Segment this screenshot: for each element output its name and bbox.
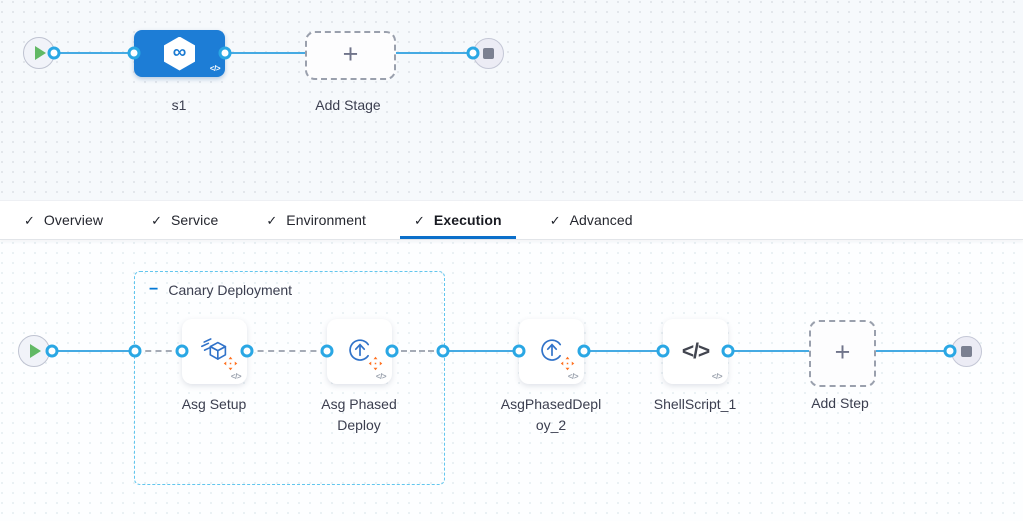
add-stage-button[interactable]: + — [305, 31, 396, 80]
step-node-asgphaseddeploy-2[interactable]: </> — [519, 319, 584, 384]
connector-line — [443, 350, 519, 352]
connector-line-dashed — [392, 350, 443, 352]
connector-port[interactable] — [240, 344, 254, 358]
connector-port[interactable] — [47, 46, 61, 60]
stop-icon — [961, 346, 972, 357]
check-icon: ✓ — [151, 212, 162, 228]
step-label: AsgPhasedDeploy_2 — [500, 396, 602, 433]
code-view-icon: </> — [230, 372, 242, 381]
check-icon: ✓ — [266, 212, 278, 228]
step-node-asg-setup[interactable]: </> — [182, 319, 247, 384]
tab-label: Execution — [433, 212, 502, 228]
connector-port[interactable] — [385, 344, 399, 358]
add-step-button[interactable]: + — [809, 320, 876, 387]
check-icon: ✓ — [413, 212, 425, 228]
move-handle-icon — [368, 356, 383, 371]
code-view-icon: </> — [711, 372, 723, 381]
move-handle-icon — [560, 356, 575, 371]
connector-port[interactable] — [45, 344, 59, 358]
code-view-icon: </> — [209, 64, 221, 73]
check-icon: ✓ — [549, 212, 561, 228]
connector-port[interactable] — [512, 344, 526, 358]
stage-node-s1[interactable]: ∞ </> — [134, 30, 225, 77]
stage-graph-canvas: ∞ </> + s1 Add Stage — [0, 0, 1023, 200]
tab-execution[interactable]: ✓ Execution — [400, 201, 516, 239]
connector-port[interactable] — [656, 344, 670, 358]
shell-script-icon: </> — [681, 339, 710, 363]
step-label: Asg Setup — [181, 396, 247, 412]
add-step-label: Add Step — [811, 395, 869, 411]
step-node-asg-phased-deploy[interactable]: </> — [327, 319, 392, 384]
move-handle-icon — [223, 356, 238, 371]
tab-label: Service — [170, 212, 219, 228]
code-view-icon: </> — [567, 372, 579, 381]
group-label: Canary Deployment — [168, 282, 293, 298]
tab-label: Overview — [43, 212, 104, 228]
tab-environment[interactable]: ✓ Environment — [266, 201, 366, 239]
check-icon: ✓ — [24, 212, 35, 228]
connector-port[interactable] — [320, 344, 334, 358]
plus-icon: + — [834, 337, 851, 367]
tab-advanced[interactable]: ✓ Advanced — [550, 201, 633, 239]
play-icon — [35, 46, 46, 60]
execution-canvas: − Canary Deployment — [0, 241, 1023, 521]
step-label: Asg Phased Deploy — [321, 396, 397, 433]
connector-line — [54, 52, 134, 54]
connector-port[interactable] — [577, 344, 591, 358]
connector-line — [872, 350, 950, 352]
code-view-icon: </> — [375, 372, 387, 381]
connector-line — [728, 350, 809, 352]
asg-setup-icon — [200, 337, 226, 360]
stop-icon — [483, 48, 494, 59]
add-stage-label: Add Stage — [315, 97, 381, 113]
connector-line — [52, 350, 135, 352]
connector-line — [225, 52, 305, 54]
connector-port[interactable] — [466, 46, 480, 60]
collapse-icon: − — [149, 281, 159, 298]
connector-port[interactable] — [721, 344, 735, 358]
connector-port[interactable] — [127, 46, 141, 60]
tab-overview[interactable]: ✓ Overview — [24, 201, 103, 239]
plus-icon: + — [342, 39, 359, 69]
step-node-shellscript-1[interactable]: </> </> — [663, 319, 728, 384]
connector-line-dashed — [135, 350, 182, 352]
stage-tabbar: ✓ Overview ✓ Service ✓ Environment ✓ Exe… — [0, 200, 1023, 240]
step-group-canary-deployment[interactable]: − Canary Deployment — [134, 271, 445, 485]
tab-label: Advanced — [569, 212, 633, 228]
tab-service[interactable]: ✓ Service — [151, 201, 218, 239]
asg-phased-deploy-icon — [348, 338, 371, 361]
connector-port[interactable] — [436, 344, 450, 358]
group-collapse-toggle[interactable]: − Canary Deployment — [149, 281, 293, 299]
connector-port[interactable] — [175, 344, 189, 358]
connector-line — [584, 350, 663, 352]
tab-label: Environment — [286, 212, 366, 228]
step-label: ShellScript_1 — [653, 396, 737, 412]
cd-stage-icon: ∞ — [164, 36, 195, 71]
play-icon — [30, 344, 41, 358]
asg-phased-deploy-icon — [540, 338, 563, 361]
connector-port[interactable] — [943, 344, 957, 358]
connector-line — [392, 52, 473, 54]
stage-label: s1 — [171, 97, 187, 113]
connector-port[interactable] — [218, 46, 232, 60]
connector-port[interactable] — [128, 344, 142, 358]
connector-line-dashed — [247, 350, 327, 352]
